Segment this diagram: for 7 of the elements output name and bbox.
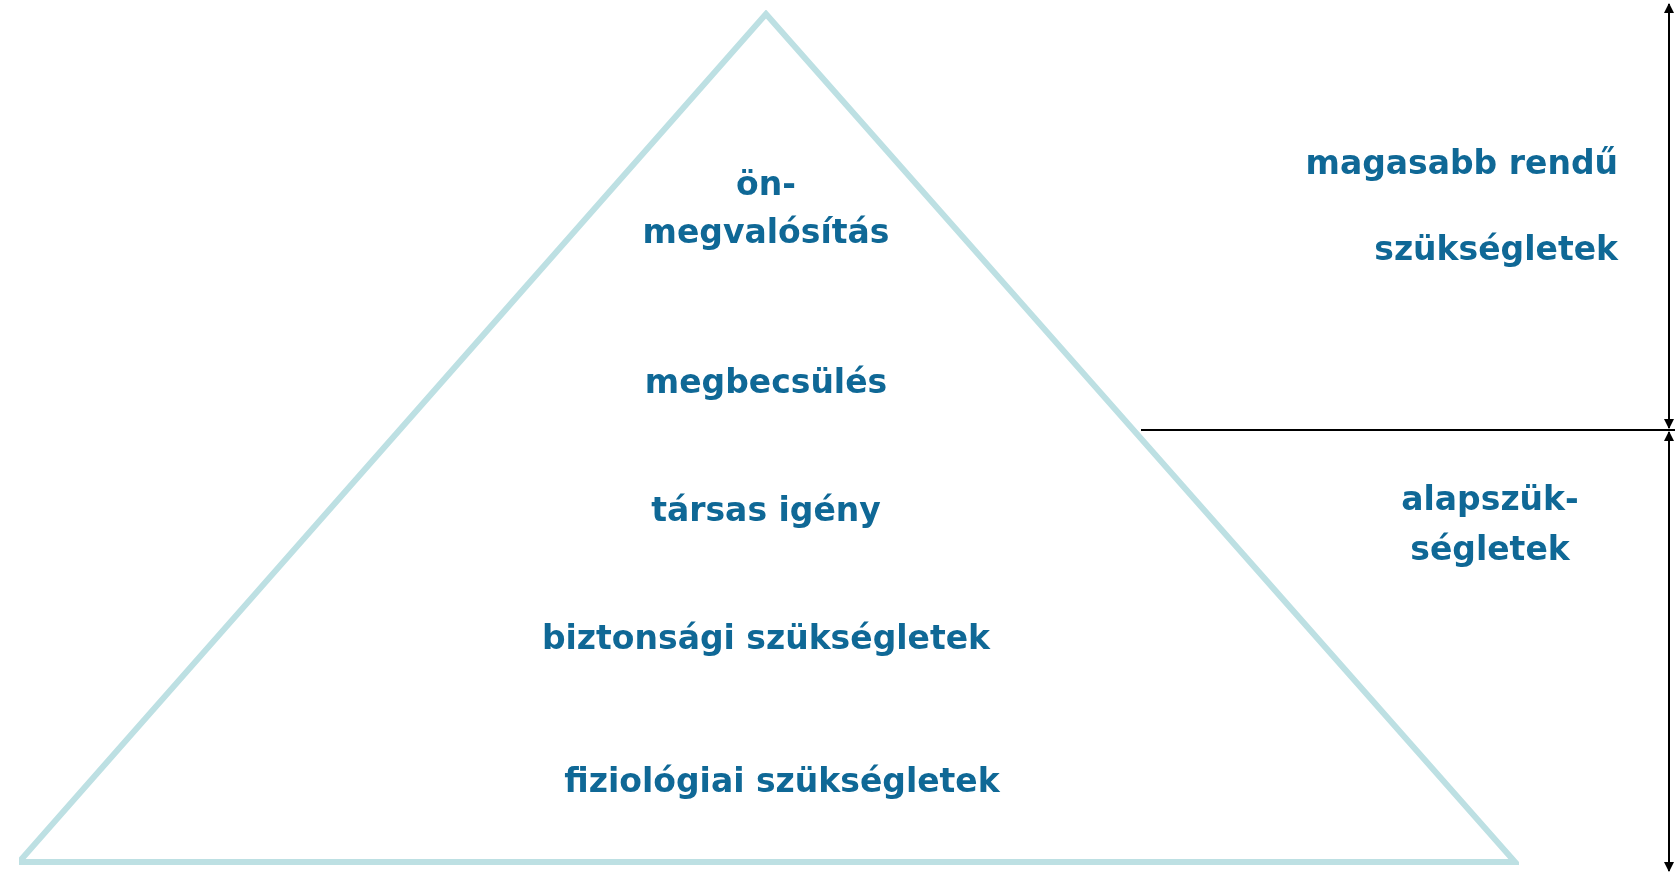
level-label: ön- megvalósítás — [641, 163, 891, 253]
level-label: társas igény — [650, 489, 882, 531]
level-label: biztonsági szükségletek — [540, 617, 992, 659]
level-label: megbecsülés — [643, 361, 889, 403]
group-label: magasabb rendű szükségletek — [1304, 142, 1618, 270]
level-label: fiziológiai szükségletek — [563, 760, 1001, 802]
group-label: alapszük- ségletek — [1400, 478, 1580, 570]
